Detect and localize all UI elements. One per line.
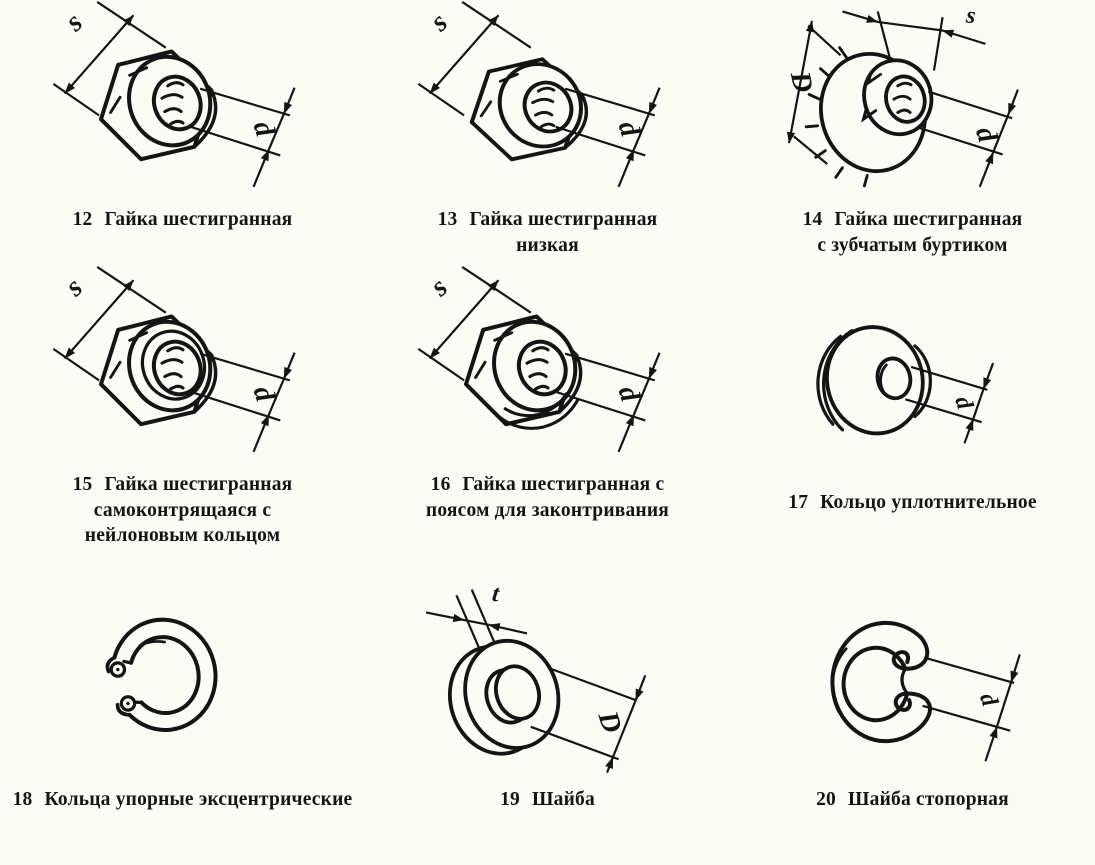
caption-line: Шайба [532, 789, 595, 810]
figure-caption: 15 Гайка шестигранная самоконтрящаяся с н… [73, 472, 293, 549]
dim-label-D: D [783, 68, 818, 96]
figure-caption: 14 Гайка шестигранная с зубчатым буртиком [803, 207, 1023, 258]
figure-caption: 17 Кольцо уплотнительное [788, 490, 1036, 516]
figure-12: s d [33, 0, 333, 205]
figure-number: 14 [802, 209, 823, 230]
flange-nut-drawing: D s d [783, 2, 1019, 188]
figure-caption: 20 Шайба стопорная [816, 787, 1009, 813]
collar-nut-drawing: s d [398, 265, 698, 470]
dim-label-s: s [424, 7, 454, 38]
figure-cell-14: D s d 14 Гайка шестигранная с зубчатым бу… [730, 0, 1095, 265]
figure-number: 12 [72, 209, 93, 230]
caption-line: Шайба стопорная [848, 789, 1009, 810]
caption-line: нейлоновым кольцом [84, 525, 281, 547]
dim-label-s: s [963, 2, 976, 29]
caption-line: низкая [516, 234, 579, 256]
figure-15: s d [33, 265, 333, 470]
figure-number: 19 [500, 789, 520, 810]
dim-label-d: d [611, 117, 645, 141]
figure-13: s d [398, 0, 698, 205]
figure-18 [33, 560, 333, 785]
figure-number: 15 [72, 474, 93, 495]
sealing-ring-drawing: d [815, 325, 994, 444]
figure-cell-16: s d 16 Гайка шестигранная с поясом для за… [365, 265, 730, 560]
caption-line: Кольца упорные эксцентрические [44, 789, 353, 810]
figure-20: d [763, 560, 1063, 785]
figure-cell-19: t D 19 Шайба [365, 560, 730, 865]
caption-line: Кольцо уплотнительное [820, 492, 1037, 513]
dim-label-s: s [59, 7, 89, 38]
caption-line: Гайка шестигранная [469, 209, 658, 230]
caption-line: с зубчатым буртиком [817, 234, 1008, 256]
lock-washer-drawing: d [829, 620, 1021, 762]
dim-label-d: d [246, 382, 280, 406]
figure-caption: 12 Гайка шестигранная [73, 207, 293, 233]
figure-cell-12: s d 12 Гайка шестигранная [0, 0, 365, 265]
figure-cell-13: s d 13 Гайка шестигранная низкая [365, 0, 730, 265]
figure-number: 13 [437, 209, 458, 230]
figure-caption: 19 Шайба [500, 787, 595, 813]
caption-line: Гайка шестигранная [104, 209, 293, 230]
figure-cell-15: s d 15 Гайка шестигранная самоконтрящаяся… [0, 265, 365, 560]
figure-16: s d [398, 265, 698, 470]
washer-drawing: t D [425, 581, 646, 773]
dim-label-s: s [424, 272, 454, 303]
caption-line: Гайка шестигранная [834, 209, 1023, 230]
figure-caption: 18 Кольца упорные эксцентрические [13, 787, 353, 813]
dim-label-d: d [611, 382, 645, 406]
figure-17: d [763, 265, 1063, 488]
figure-14: D s d [763, 0, 1063, 205]
figure-cell-20: d 20 Шайба стопорная [730, 560, 1095, 865]
caption-line: Гайка шестигранная с [462, 474, 665, 495]
hex-nut-drawing: s d [33, 0, 333, 205]
figure-number: 18 [12, 789, 33, 810]
low-hex-nut-drawing: s d [398, 0, 698, 205]
retaining-ring-drawing [105, 617, 217, 732]
figure-number: 17 [788, 492, 809, 513]
dim-label-d: d [968, 123, 1002, 147]
dim-label-d: d [246, 117, 280, 141]
dim-label-d: d [949, 393, 978, 413]
figure-19: t D [398, 560, 698, 785]
figure-number: 20 [816, 789, 837, 810]
figure-caption: 16 Гайка шестигранная с поясом для законт… [426, 472, 669, 523]
dim-label-t: t [490, 581, 502, 608]
caption-line: Гайка шестигранная [104, 474, 293, 495]
caption-line: самоконтрящаяся с [93, 499, 272, 521]
figure-cell-17: d 17 Кольцо уплотнительное [730, 265, 1095, 560]
dim-label-s: s [59, 272, 89, 303]
figure-number: 16 [430, 474, 451, 495]
figure-caption: 13 Гайка шестигранная низкая [438, 207, 658, 258]
figure-cell-18: 18 Кольца упорные эксцентрические [0, 560, 365, 865]
nylon-insert-nut-drawing: s d [33, 265, 333, 470]
caption-line: поясом для законтривания [425, 499, 670, 521]
dim-label-d: d [973, 690, 1002, 711]
